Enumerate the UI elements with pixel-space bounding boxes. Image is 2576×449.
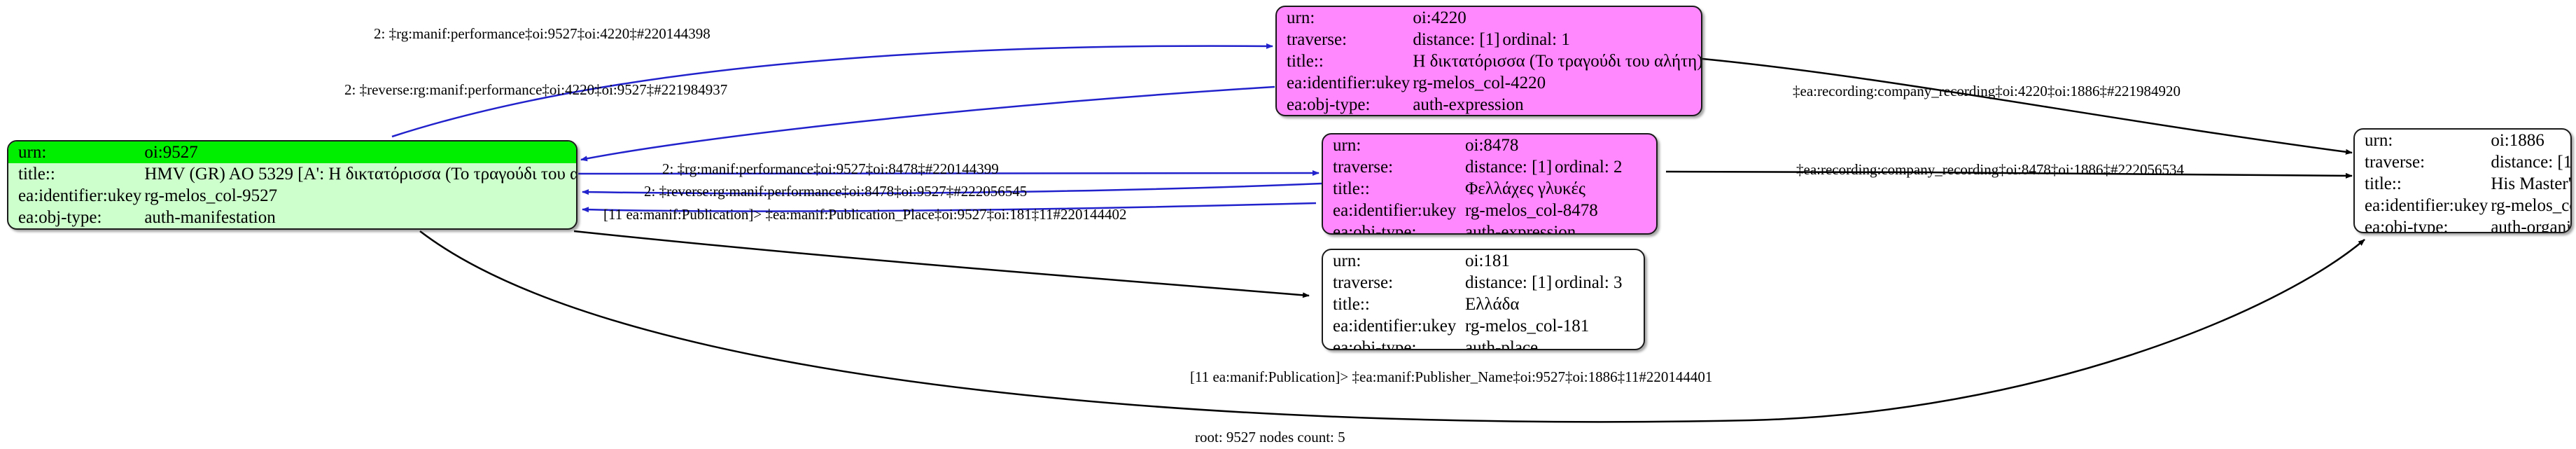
- row-value: oi:9527: [141, 141, 576, 163]
- row-value: auth-organization: [2491, 218, 2572, 233]
- row-value: oi:8478: [1465, 136, 1519, 155]
- node-row: urn: oi:1886: [2355, 130, 2570, 151]
- row-key: title::: [1287, 52, 1324, 71]
- row-key: title::: [1333, 179, 1370, 198]
- node-row: ea:identifier:ukey rg-melos_col-181: [1323, 315, 1644, 337]
- row-key: title::: [1333, 295, 1370, 314]
- row-key: ea:identifier:ukey: [18, 186, 142, 205]
- row-value: His Master's Voice (Greece): [2491, 174, 2572, 193]
- row-value: auth-expression: [1413, 95, 1524, 114]
- row-key: urn:: [2365, 131, 2393, 150]
- traverse-ordinal: ordinal: 2: [1555, 158, 1623, 177]
- row-value: Φελλάχες γλυκές: [1465, 179, 1586, 198]
- row-value: oi:4220: [1413, 8, 1466, 27]
- row-key: title::: [18, 165, 55, 184]
- node-row: ea:obj-type: auth-expression: [1323, 221, 1656, 235]
- traverse-ordinal: ordinal: 1: [1502, 30, 1570, 49]
- node-row: ea:obj-type: auth-expression: [1277, 94, 1701, 115]
- node-row: urn: oi:9527: [8, 141, 576, 163]
- row-key: ea:obj-type:: [18, 208, 102, 227]
- graph-caption: root: 9527 nodes count: 5: [1195, 429, 1345, 445]
- edge-label-e7: ‡ea:recording:company_recording‡oi:8478‡…: [1796, 161, 2185, 178]
- row-key: urn:: [1287, 8, 1315, 27]
- node-row: urn: oi:181: [1323, 250, 1644, 272]
- node-row: urn: oi:8478: [1323, 134, 1656, 156]
- node-row: ea:identifier:ukey rg-melos_col-8478: [1323, 200, 1656, 221]
- row-value-traverse: distance: [1]ordinal: 1: [1410, 29, 1701, 50]
- row-value: auth-manifestation: [144, 208, 276, 227]
- row-value: auth-expression: [1465, 223, 1576, 235]
- row-value: rg-melos_col-8478: [1465, 201, 1598, 220]
- traverse-distance: distance: [1]: [1465, 158, 1553, 177]
- edge-label-e1: 2: ‡rg:manif:performance‡oi:9527‡oi:4220…: [374, 25, 710, 42]
- node-oi-181[interactable]: urn: oi:181 traverse: distance: [1]ordin…: [1322, 249, 1645, 350]
- row-key: ea:identifier:ukey: [1333, 201, 1457, 220]
- node-oi-4220[interactable]: urn: oi:4220 traverse: distance: [1]ordi…: [1275, 6, 1702, 116]
- row-key: ea:obj-type:: [1333, 223, 1417, 235]
- traverse-ordinal: ordinal: 3: [1555, 273, 1623, 292]
- row-value: rg-melos_col-4220: [1413, 74, 1546, 92]
- node-row: traverse: distance: [1]ordinal: 2: [1323, 156, 1656, 178]
- edge-path-e6: [1702, 57, 2353, 155]
- edge-path-e5b: [573, 230, 1310, 298]
- node-row: ea:identifier:ukey rg-melos_col-4220: [1277, 72, 1701, 94]
- edge-label-e8: [11 ea:manif:Publication]> ‡ea:manif:Pub…: [1190, 368, 1713, 385]
- row-key: ea:identifier:ukey: [1333, 317, 1457, 336]
- node-row: title:: Φελλάχες γλυκές: [1323, 178, 1656, 200]
- row-key: urn:: [8, 141, 142, 163]
- node-row: ea:obj-type: auth-manifestation: [8, 207, 576, 228]
- row-key: traverse:: [1333, 158, 1394, 177]
- traverse-distance: distance: [1]: [1413, 30, 1500, 49]
- edge-label-e5: [11 ea:manif:Publication]> ‡ea:manif:Pub…: [603, 206, 1127, 223]
- node-oi-1886[interactable]: urn: oi:1886 traverse: distance: [1]ordi…: [2353, 128, 2572, 233]
- row-value-traverse: distance: [1]ordinal: 3: [1462, 272, 1644, 293]
- row-key: traverse:: [1287, 30, 1348, 49]
- traverse-distance: distance: [1]: [2491, 153, 2572, 172]
- row-value: Η δικτατόρισσα (Το τραγούδι του αλήτη): [1413, 52, 1702, 71]
- row-value: HMV (GR) AO 5329 [A': Η δικτατόρισσα (Το…: [144, 165, 578, 184]
- node-row: title:: Η δικτατόρισσα (Το τραγούδι του …: [1277, 50, 1702, 72]
- node-row: title:: His Master's Voice (Greece): [2355, 173, 2572, 195]
- row-value: rg-melos_col-9527: [144, 186, 278, 205]
- row-key: traverse:: [1333, 273, 1394, 292]
- node-row: traverse: distance: [1]ordinal: 1: [1277, 29, 1701, 50]
- row-key: urn:: [1333, 251, 1362, 270]
- edge-label-e4: 2: ‡reverse:rg:manif:performance‡oi:8478…: [644, 183, 1028, 200]
- row-key: ea:obj-type:: [2365, 218, 2449, 233]
- node-row: title:: HMV (GR) AO 5329 [A': Η δικτατόρ…: [8, 163, 578, 185]
- row-key: traverse:: [2365, 153, 2426, 172]
- row-key: ea:obj-type:: [1287, 95, 1371, 114]
- row-value: rg-melos_col-181: [1465, 317, 1590, 336]
- node-row: traverse: distance: [1]ordinal: 3: [1323, 272, 1644, 293]
- node-oi-9527[interactable]: urn: oi:9527 title:: HMV (GR) AO 5329 [A…: [7, 140, 578, 230]
- row-key: ea:obj-type:: [1333, 338, 1417, 350]
- row-key: ea:identifier:ukey: [2365, 196, 2488, 215]
- node-row: title:: Ελλάδα: [1323, 293, 1644, 315]
- node-row: ea:identifier:ukey rg-melos_col-1886: [2355, 195, 2570, 216]
- row-key: urn:: [1333, 136, 1362, 155]
- row-value: oi:181: [1465, 251, 1510, 270]
- edge-label-e6: ‡ea:recording:company_recording‡oi:4220‡…: [1793, 83, 2181, 99]
- node-row: ea:obj-type: auth-organization: [2355, 216, 2572, 233]
- node-row: traverse: distance: [1]ordinal: 4: [2355, 151, 2572, 173]
- node-oi-8478[interactable]: urn: oi:8478 traverse: distance: [1]ordi…: [1322, 133, 1658, 235]
- row-value: auth-place: [1465, 338, 1539, 350]
- row-key: title::: [2365, 174, 2402, 193]
- row-value: rg-melos_col-1886: [2491, 196, 2570, 215]
- edge-label-e2: 2: ‡reverse:rg:manif:performance‡oi:4220…: [344, 81, 728, 98]
- traverse-distance: distance: [1]: [1465, 273, 1553, 292]
- node-row: urn: oi:4220: [1277, 7, 1701, 29]
- row-value-traverse: distance: [1]ordinal: 4: [2488, 151, 2572, 173]
- node-row: ea:identifier:ukey rg-melos_col-9527: [8, 185, 576, 207]
- edge-label-e3: 2: ‡rg:manif:performance‡oi:9527‡oi:8478…: [662, 160, 999, 177]
- row-value: oi:1886: [2491, 131, 2544, 150]
- row-value-traverse: distance: [1]ordinal: 2: [1462, 156, 1656, 178]
- row-key: ea:identifier:ukey: [1287, 74, 1410, 92]
- row-value: Ελλάδα: [1465, 295, 1520, 314]
- node-row: ea:obj-type: auth-place: [1323, 337, 1644, 350]
